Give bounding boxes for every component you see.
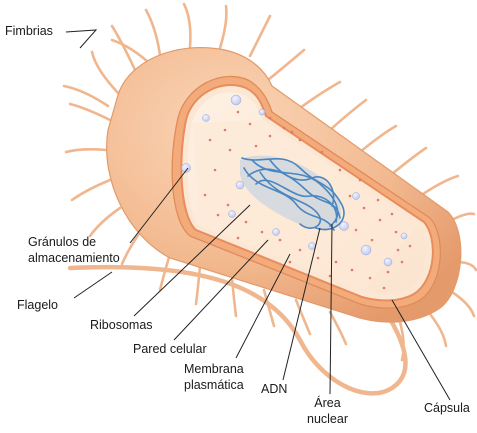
- ribosome: [321, 151, 324, 154]
- storage-granule: [353, 193, 360, 200]
- ribosome: [359, 179, 362, 182]
- ribosome: [317, 257, 320, 260]
- fimbria: [196, 266, 200, 304]
- ribosome: [371, 239, 374, 242]
- ribosome: [377, 199, 380, 202]
- label-pared-celular: Pared celular: [133, 342, 207, 358]
- fimbria: [70, 104, 110, 120]
- ribosome: [261, 231, 264, 234]
- label-granulos-line2: almacenamiento: [28, 251, 120, 267]
- fimbria: [184, 4, 190, 47]
- fimbria: [250, 16, 270, 56]
- ribosome: [204, 194, 207, 197]
- ribosome: [387, 271, 390, 274]
- storage-granule: [259, 109, 265, 115]
- fimbria: [220, 6, 226, 48]
- fimbria: [90, 208, 120, 236]
- ribosome: [227, 204, 230, 207]
- storage-granule: [231, 95, 241, 105]
- ribosome: [245, 221, 248, 224]
- storage-granule: [384, 258, 392, 266]
- fimbria: [360, 126, 396, 152]
- fimbria: [430, 314, 446, 346]
- ribosome: [299, 249, 302, 252]
- storage-granule: [203, 115, 210, 122]
- storage-granule: [309, 243, 316, 250]
- ribosome: [289, 261, 292, 264]
- ribosome: [255, 145, 258, 148]
- fimbria: [146, 10, 160, 55]
- fimbria: [300, 82, 340, 108]
- ribosome: [401, 261, 404, 264]
- ribosome: [283, 127, 286, 130]
- leader-flagelo: [74, 272, 112, 298]
- fimbria: [330, 312, 346, 344]
- ribosome: [383, 287, 386, 290]
- ribosome: [279, 239, 282, 242]
- ribosome: [224, 129, 227, 132]
- fimbria: [92, 52, 120, 95]
- storage-granule: [361, 245, 371, 255]
- ribosome: [249, 123, 252, 126]
- ribosome: [269, 135, 272, 138]
- storage-granule: [273, 229, 280, 236]
- fimbria: [122, 232, 140, 264]
- ribosome: [395, 231, 398, 234]
- ribosome: [269, 117, 272, 120]
- ribosome: [291, 131, 294, 134]
- label-area-nuclear: Área nuclear: [307, 396, 348, 427]
- label-flagelo: Flagelo: [17, 298, 58, 314]
- ribosome: [339, 169, 342, 172]
- ribosome: [209, 139, 212, 142]
- label-membrana: Membrana plasmática: [184, 362, 244, 393]
- fimbria: [420, 176, 458, 196]
- leader-fimbrias: [66, 30, 96, 48]
- ribosome: [369, 277, 372, 280]
- fimbria: [392, 148, 426, 174]
- ribosome: [351, 269, 354, 272]
- label-area-line2: nuclear: [307, 412, 348, 428]
- ribosome: [217, 214, 220, 217]
- ribosome: [409, 245, 412, 248]
- ribosome: [299, 139, 302, 142]
- ribosome: [237, 237, 240, 240]
- ribosome: [214, 169, 217, 172]
- ribosome: [237, 111, 240, 114]
- ribosome: [391, 213, 394, 216]
- label-fimbrias: Fimbrias: [5, 24, 53, 40]
- ribosome: [349, 195, 352, 198]
- fimbria: [268, 50, 304, 80]
- label-membrana-line2: plasmática: [184, 378, 244, 394]
- ribosome: [379, 219, 382, 222]
- label-membrana-line1: Membrana: [184, 362, 244, 378]
- ribosome: [355, 229, 358, 232]
- fimbria: [452, 292, 474, 316]
- fimbria: [66, 149, 106, 152]
- label-capsula: Cápsula: [424, 401, 470, 417]
- label-area-line1: Área: [307, 396, 348, 412]
- label-adn: ADN: [261, 382, 287, 398]
- storage-granule: [401, 233, 407, 239]
- label-ribosomas: Ribosomas: [90, 318, 153, 334]
- fimbria: [330, 100, 366, 130]
- label-granulos-line1: Gránulos de: [28, 235, 120, 251]
- storage-granule: [229, 211, 236, 218]
- ribosome: [335, 261, 338, 264]
- fimbria: [72, 180, 110, 200]
- ribosome: [397, 249, 400, 252]
- ribosome: [229, 149, 232, 152]
- ribosome: [363, 207, 366, 210]
- label-granulos: Gránulos de almacenamiento: [28, 235, 120, 266]
